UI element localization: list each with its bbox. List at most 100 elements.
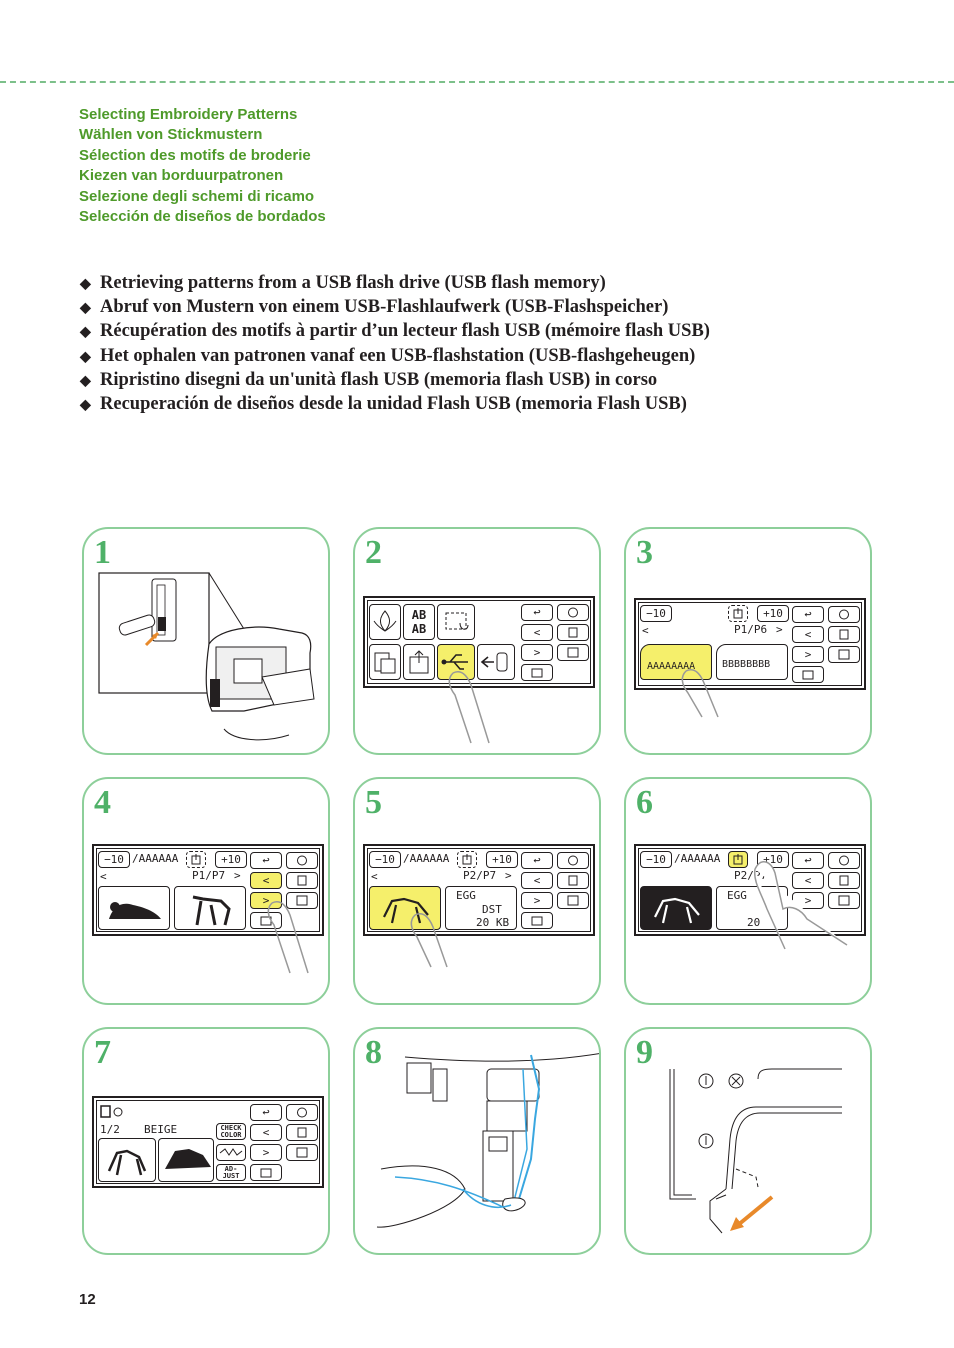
- guide-button[interactable]: [557, 644, 589, 661]
- plus-10-button[interactable]: +10: [486, 851, 518, 868]
- settings-button[interactable]: [286, 1104, 318, 1121]
- embroidery-button[interactable]: [792, 666, 824, 683]
- dog-pattern-icon: [107, 1149, 147, 1176]
- lcd-screen: −10 /AAAAAA +10 < P2/P7 > EGG DST 20 KB …: [363, 844, 595, 936]
- next-button[interactable]: >: [521, 892, 553, 909]
- scroll-right[interactable]: >: [505, 869, 512, 882]
- prev-button[interactable]: <: [250, 1124, 282, 1141]
- finger-icon: [681, 669, 719, 718]
- prev-button[interactable]: <: [250, 872, 282, 889]
- upper-folder-button[interactable]: [728, 851, 748, 868]
- minus-10-button[interactable]: −10: [640, 851, 672, 868]
- next-button[interactable]: >: [792, 646, 824, 663]
- folder-aaaaaaaa[interactable]: AAAAAAAA: [640, 644, 712, 680]
- help-button[interactable]: [557, 872, 589, 889]
- back-button[interactable]: ↩: [521, 852, 553, 869]
- prev-button[interactable]: <: [521, 624, 553, 641]
- folder-path: /AAAAAA: [132, 852, 179, 865]
- settings-button[interactable]: [557, 852, 589, 869]
- back-button[interactable]: ↩: [250, 852, 282, 869]
- lcd-screen: −10 +10 < P1/P6 > AAAAAAAA BBBBBBBB ↩ < …: [634, 598, 866, 690]
- upper-folder-button[interactable]: [457, 851, 477, 868]
- help-button[interactable]: [828, 626, 860, 643]
- guide-button[interactable]: [557, 892, 589, 909]
- next-button[interactable]: >: [521, 644, 553, 661]
- plus-10-button[interactable]: +10: [757, 605, 789, 622]
- subtitle-en: Selecting Embroidery Patterns: [79, 106, 298, 123]
- back-button[interactable]: ↩: [792, 852, 824, 869]
- prev-button[interactable]: <: [792, 626, 824, 643]
- computer-connection-button[interactable]: [477, 644, 515, 680]
- help-button[interactable]: [557, 624, 589, 641]
- step-number: 7: [94, 1034, 111, 1071]
- section-subtitles: Selecting Embroidery Patterns Wählen von…: [79, 105, 326, 227]
- scroll-left[interactable]: <: [371, 870, 378, 883]
- settings-button[interactable]: [286, 852, 318, 869]
- page-indicator: P1/P7: [192, 869, 226, 882]
- back-button[interactable]: ↩: [792, 606, 824, 623]
- back-button[interactable]: ↩: [521, 604, 553, 621]
- help-button[interactable]: [286, 872, 318, 889]
- guide-button[interactable]: [286, 892, 318, 909]
- page-indicator: P1/P6: [734, 623, 768, 636]
- usb-memory-button[interactable]: [437, 644, 475, 680]
- scroll-right[interactable]: >: [776, 623, 783, 636]
- pattern-flower-button[interactable]: [369, 604, 401, 640]
- pattern-thumbnail-dogs-selected[interactable]: [640, 886, 712, 930]
- help-button[interactable]: [828, 872, 860, 889]
- minus-10-button[interactable]: −10: [369, 851, 401, 868]
- settings-button[interactable]: [828, 606, 860, 623]
- guide-button[interactable]: [828, 892, 860, 909]
- memory-machine-button[interactable]: [369, 644, 401, 680]
- folder-bbbbbbbb[interactable]: BBBBBBBB: [716, 644, 788, 680]
- dogs-pattern-icon: [165, 1149, 211, 1169]
- step-6-panel: 6 −10 /AAAAAA +10 P2/P7 EGG 20 ↩ < >: [624, 777, 872, 1005]
- pattern-info-card: EGG DST 20 KB: [445, 886, 517, 930]
- heading-en: ◆Retrieving patterns from a USB flash dr…: [80, 272, 710, 296]
- stitch-button[interactable]: [216, 1144, 246, 1161]
- scroll-left[interactable]: <: [100, 870, 107, 883]
- adjust-button[interactable]: AD-JUST: [216, 1164, 246, 1181]
- guide-button[interactable]: [828, 646, 860, 663]
- dogs-pattern-icon: [383, 897, 429, 924]
- step-number: 2: [365, 534, 382, 571]
- embroidery-button[interactable]: [521, 912, 553, 929]
- step-number: 1: [94, 534, 111, 571]
- thread-spool-icon: [100, 1105, 123, 1118]
- scroll-left[interactable]: <: [642, 624, 649, 637]
- pattern-thumbnail-horse[interactable]: [174, 886, 246, 930]
- finger-icon: [448, 671, 490, 744]
- pocket-memory-button[interactable]: [403, 644, 435, 680]
- prev-button[interactable]: <: [521, 872, 553, 889]
- minus-10-button[interactable]: −10: [98, 851, 130, 868]
- step-3-panel: 3 −10 +10 < P1/P6 > AAAAAAAA BBBBBBBB ↩ …: [624, 527, 872, 755]
- embroidery-button[interactable]: [250, 1164, 282, 1181]
- pattern-thumbnail-cat[interactable]: [98, 886, 170, 930]
- guide-button[interactable]: [286, 1144, 318, 1161]
- upper-folder-button[interactable]: [728, 605, 748, 622]
- step-8-panel: 8: [353, 1027, 601, 1255]
- help-button[interactable]: [286, 1124, 318, 1141]
- scroll-right[interactable]: >: [234, 869, 241, 882]
- next-button[interactable]: >: [250, 892, 282, 909]
- usb-insert-illustration: [98, 572, 315, 741]
- heading-nl: ◆Het ophalen van patronen vanaf een USB-…: [80, 345, 710, 369]
- next-button[interactable]: >: [792, 892, 824, 909]
- pattern-preview-full: [158, 1138, 214, 1182]
- back-button[interactable]: ↩: [250, 1104, 282, 1121]
- lcd-screen: −10 /AAAAAA +10 < P1/P7 > ↩ < >: [92, 844, 324, 936]
- settings-button[interactable]: [828, 852, 860, 869]
- heading-it: ◆Ripristino disegni da un'unità flash US…: [80, 369, 710, 393]
- pattern-thumbnail-dogs[interactable]: [369, 886, 441, 930]
- minus-10-button[interactable]: −10: [640, 605, 672, 622]
- upper-folder-button[interactable]: [186, 851, 206, 868]
- prev-button[interactable]: <: [792, 872, 824, 889]
- plus-10-button[interactable]: +10: [215, 851, 247, 868]
- frame-pattern-button[interactable]: [437, 604, 475, 640]
- embroidery-button[interactable]: [521, 664, 553, 681]
- settings-button[interactable]: [557, 604, 589, 621]
- next-button[interactable]: >: [250, 1144, 282, 1161]
